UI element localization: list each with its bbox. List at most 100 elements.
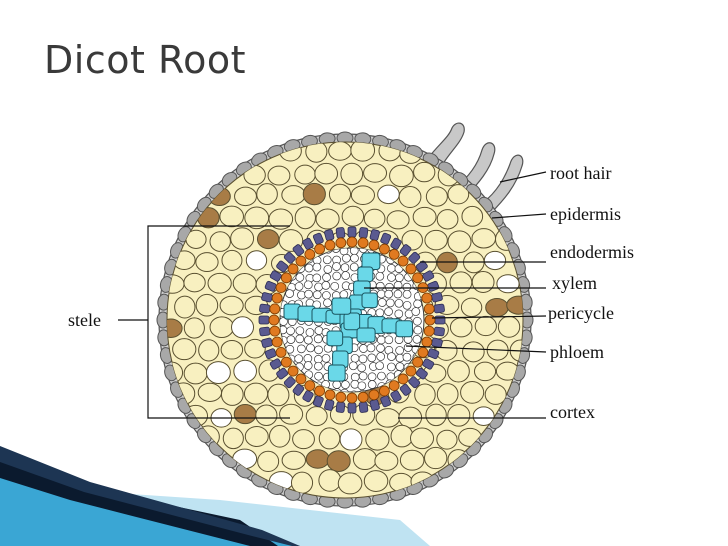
cortex-cell [473,361,497,382]
cortex-cell [305,406,328,427]
phloem-cell [367,353,377,363]
xylem-cell [326,330,344,347]
cortex-cell [341,205,365,227]
pericycle-cell [280,356,292,368]
endodermis-cell [312,395,324,408]
phloem-cell [357,363,367,373]
cortex-cell [471,271,495,293]
phloem-cell [402,300,412,310]
swoosh-blue [0,450,300,546]
leader-root-hair [499,171,547,183]
cortex-cell [207,272,232,294]
phloem-cell [385,298,395,308]
phloem-cell [322,255,332,265]
cortex-cell [436,209,459,230]
pericycle-cell [421,292,433,304]
cortex-cell [267,383,290,407]
endodermis-cell [408,251,421,264]
phloem-cell [413,316,422,326]
cortex-cell [219,205,244,228]
cortex-cell [337,472,363,495]
endodermis-cell [276,260,289,273]
phloem-cell [349,262,359,272]
phloem-cell [314,371,323,381]
cortex-cell [506,295,523,315]
phloem-cell [393,289,403,299]
cortex-cell [447,230,472,254]
cortex-cell [340,162,364,186]
pericycle-cell [335,391,347,403]
pericycle-cell [295,255,307,267]
cortex-cell [326,450,351,472]
phloem-cell [303,335,313,345]
pericycle-cell [271,292,283,304]
phloem-cell [297,344,306,354]
pericycle-cell [346,392,358,404]
cortex-cell [267,165,291,186]
endodermis-cell [408,376,421,389]
pericycle-cell [269,303,281,315]
cortex-cell [409,427,435,450]
phloem-cell [294,282,304,291]
leader-lines [118,171,547,419]
pericycle-cell [423,325,435,337]
phloem-cell [384,307,393,316]
cortex-cell [269,424,291,448]
phloem-cell [295,334,305,344]
pericycle-cell [280,272,292,284]
pericycle-cell [397,373,409,385]
phloem-cell [304,289,313,299]
cortex-cell [472,406,495,426]
endodermis-cell [427,348,440,360]
endodermis-cell [269,358,282,370]
pericycle-cell [324,239,336,251]
cortex-cell [198,339,220,362]
endodermis-cell [380,395,392,408]
xylem-cell [331,297,352,315]
cortex-cell [413,161,436,183]
endodermis-cell [422,358,435,370]
xylem-cell [327,364,346,382]
phloem-cell [285,289,294,298]
xylem-cells [283,252,413,382]
phloem-cell [314,361,323,371]
phloem-cell [358,354,368,364]
endodermis-cell [312,232,324,245]
phloem-cell [393,280,403,290]
cortex-cell [219,295,244,316]
cortex-cell [234,186,257,207]
cortex-cell [244,425,269,447]
endodermis-cell [302,237,314,250]
phloem-cell [321,353,331,363]
pericycle-cell [271,336,283,348]
phloem-cell [412,334,422,344]
endodermis-cell [276,367,289,380]
phloem-cell [332,262,341,271]
pericycle-cell [368,239,380,251]
phloem-cell [375,361,384,371]
cortex-cell [256,183,278,206]
phloem-cell [303,280,313,290]
cortex-cell [414,383,436,406]
leader-epidermis [491,213,547,219]
pericycle-cell [268,314,280,326]
endodermis-cell [292,383,305,396]
cortex-cell [245,250,268,271]
cortex-cell [183,317,205,339]
cortex-cell [255,404,278,427]
label-epidermis: epidermis [550,204,621,224]
cortex-cell [305,142,328,163]
label-pericycle: pericycle [548,303,614,323]
phloem-cell [280,317,288,326]
cortex-cell [350,185,376,205]
cortex-cell [386,210,410,230]
pericycle-cell [335,237,347,249]
phloem-cell [332,271,342,281]
cortex-cell [412,206,437,228]
phloem-cell [358,389,367,392]
pericycle-cell [417,347,429,358]
cortex-cell [268,208,294,230]
cortex-cell [462,341,485,363]
cortex-cell [460,297,483,318]
